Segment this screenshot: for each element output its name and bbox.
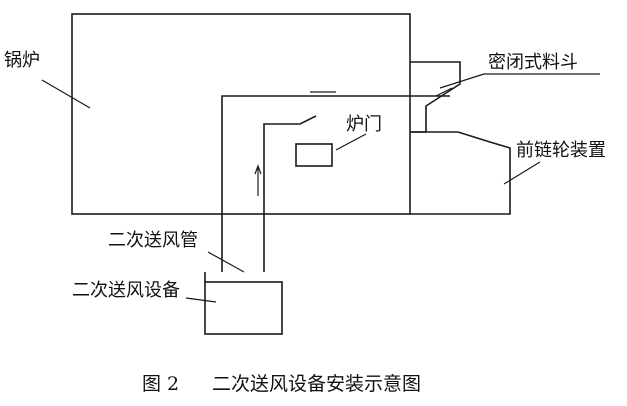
label-air-pipe: 二次送风管: [108, 230, 198, 251]
leader-pipe: [207, 251, 245, 273]
air-pipe-inner-wall: [263, 115, 317, 272]
boiler-outline: [71, 13, 411, 215]
leader-boiler: [41, 79, 91, 109]
air-equipment-box: [204, 281, 283, 335]
leader-sprocket: [503, 161, 541, 185]
hopper-outline: [410, 61, 461, 133]
air-pipe-nozzle: [435, 87, 453, 97]
caption-figure-no: 图 2: [142, 373, 179, 395]
flow-arrow-vertical-head: [254, 164, 262, 175]
label-front-sprocket: 前链轮装置: [516, 140, 606, 161]
leader-equipment: [185, 297, 217, 303]
leader-door: [335, 133, 367, 151]
label-boiler: 锅炉: [4, 50, 40, 71]
label-furnace-door: 炉门: [346, 114, 382, 135]
front-sprocket-outline: [410, 131, 511, 215]
leader-hopper: [439, 73, 485, 89]
furnace-door: [295, 143, 333, 167]
caption-title: 二次送风设备安装示意图: [212, 373, 421, 395]
label-hopper: 密闭式料斗: [488, 52, 578, 73]
label-air-equipment: 二次送风设备: [72, 280, 180, 301]
air-pipe-outer-wall: [221, 95, 450, 272]
